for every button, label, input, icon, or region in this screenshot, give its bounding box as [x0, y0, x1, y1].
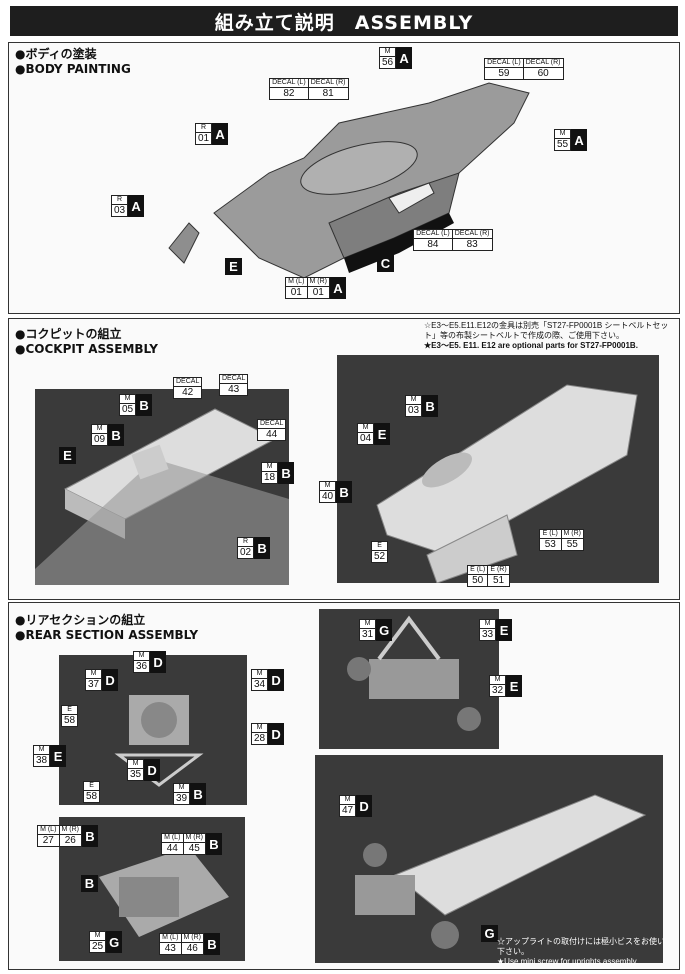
- tag-e: E: [225, 258, 242, 275]
- page-title: 組み立て説明 ASSEMBLY: [214, 11, 474, 34]
- tag-b: B: [81, 875, 98, 892]
- tag-e: E: [59, 447, 76, 464]
- heading-en: ●COCKPIT ASSEMBLY: [15, 342, 158, 356]
- cockpit-section-heading: ●コクピットの組立 ●COCKPIT ASSEMBLY: [15, 327, 158, 357]
- cockpit-photo-1: [35, 389, 289, 585]
- cockpit-note-en: ★E3～E5. E11. E12 are optional parts for …: [424, 341, 638, 350]
- heading-en: ●REAR SECTION ASSEMBLY: [15, 628, 199, 642]
- rear-note-jp: ☆アップライトの取付けには極小ビスをお使い下さい。: [497, 937, 665, 956]
- rear-note: ☆アップライトの取付けには極小ビスをお使い下さい。 ★Use mini scre…: [497, 937, 667, 967]
- heading-en: ●BODY PAINTING: [15, 62, 131, 76]
- rear-photo-2: [319, 609, 499, 749]
- tag-g: G: [481, 925, 498, 942]
- cockpit-photo-2: [337, 355, 659, 584]
- rear-note-en: ★Use mini screw for uprights assembly.: [497, 957, 639, 966]
- heading-jp: ●コクピットの組立: [15, 327, 122, 341]
- page-title-bar: 組み立て説明 ASSEMBLY: [10, 6, 678, 36]
- cockpit-assembly-section: ●コクピットの組立 ●COCKPIT ASSEMBLY ☆E3～E5.E11.E…: [8, 318, 680, 600]
- heading-jp: ●リアセクションの組立: [15, 613, 146, 627]
- rear-section-heading: ●リアセクションの組立 ●REAR SECTION ASSEMBLY: [15, 613, 198, 643]
- tag-c: C: [377, 255, 394, 272]
- cockpit-note: ☆E3～E5.E11.E12の金具は別売「ST27-FP0001B シートベルト…: [424, 321, 674, 351]
- body-section-heading: ●ボディの塗装 ●BODY PAINTING: [15, 47, 131, 77]
- body-diagram: [168, 82, 530, 279]
- heading-jp: ●ボディの塗装: [15, 47, 97, 61]
- cockpit-note-jp: ☆E3～E5.E11.E12の金具は別売「ST27-FP0001B シートベルト…: [424, 321, 669, 340]
